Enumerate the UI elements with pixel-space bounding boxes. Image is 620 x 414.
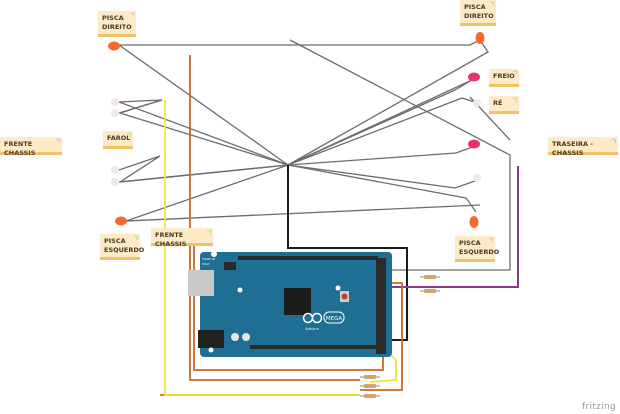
gray-wires: [117, 39, 511, 271]
resistor[interactable]: [360, 394, 380, 398]
wire[interactable]: [287, 97, 479, 166]
note-frente-chassis-left[interactable]: FRENTE CHASSIS: [0, 137, 62, 157]
reset-button: [341, 293, 348, 300]
led-freio[interactable]: [468, 72, 480, 82]
wire[interactable]: [118, 155, 289, 183]
wire[interactable]: [118, 164, 289, 183]
led-farol-3[interactable]: [111, 166, 119, 174]
wire[interactable]: [287, 164, 479, 189]
led-pisca-esquerdo-left[interactable]: [115, 216, 127, 226]
led-farol-4[interactable]: [111, 178, 119, 186]
made-in-label: MADE IN: [202, 257, 215, 261]
note-freio[interactable]: FREIO: [489, 69, 519, 87]
note-pisca-esquerdo-right[interactable]: PISCA ESQUERDO: [455, 236, 499, 262]
note-re[interactable]: RÉ: [489, 96, 519, 114]
microcontroller-chip: [284, 288, 311, 315]
wire[interactable]: [360, 282, 403, 391]
note-pisca-direito-right[interactable]: PISCA DIREITO: [460, 0, 496, 26]
svg-text:ITALY: ITALY: [202, 262, 210, 266]
board-logo-text: MEGA: [326, 316, 342, 322]
wire[interactable]: [118, 101, 289, 166]
arduino-mega-board[interactable]: MEGA Arduino MADE IN ITALY: [188, 251, 392, 357]
wire[interactable]: [287, 164, 477, 213]
black-wire[interactable]: [287, 165, 408, 341]
leds: [108, 32, 485, 228]
wire[interactable]: [287, 39, 489, 166]
resistor[interactable]: [420, 275, 440, 279]
fritzing-watermark: fritzing: [582, 402, 616, 412]
wire[interactable]: [118, 99, 163, 114]
resistor[interactable]: [360, 375, 380, 379]
led-traseira-white[interactable]: [473, 174, 481, 182]
wire[interactable]: [287, 79, 473, 166]
power-jack: [198, 330, 224, 348]
led-pisca-esquerdo-right[interactable]: [469, 216, 479, 228]
led-pisca-direito-left[interactable]: [108, 41, 120, 51]
resistor[interactable]: [420, 289, 440, 293]
usb-port: [188, 270, 214, 296]
wire[interactable]: [125, 164, 289, 222]
wire[interactable]: [125, 204, 481, 222]
wire[interactable]: [287, 144, 479, 166]
led-farol-2[interactable]: [111, 109, 119, 117]
wire[interactable]: [289, 39, 511, 271]
note-traseira-chassis[interactable]: TRASEIRA - CHASSIS: [548, 137, 618, 157]
note-frente-chassis-center[interactable]: FRENTE CHASSIS: [151, 228, 213, 248]
wire[interactable]: [118, 44, 289, 166]
led-farol-1[interactable]: [111, 98, 119, 106]
wire[interactable]: [189, 55, 360, 381]
led-pisca-direito-right[interactable]: [475, 32, 485, 44]
led-re[interactable]: [473, 99, 481, 107]
wire[interactable]: [164, 100, 360, 396]
note-pisca-direito-left[interactable]: PISCA DIREITO: [98, 11, 136, 37]
note-farol[interactable]: FAROL: [103, 131, 133, 149]
resistors: [360, 275, 440, 398]
note-pisca-esquerdo-left[interactable]: PISCA ESQUERDO: [100, 234, 144, 260]
led-traseira-red[interactable]: [468, 139, 480, 149]
resistor[interactable]: [360, 384, 380, 388]
purple-wire[interactable]: [382, 166, 519, 288]
board-brand-text: Arduino: [305, 327, 319, 331]
